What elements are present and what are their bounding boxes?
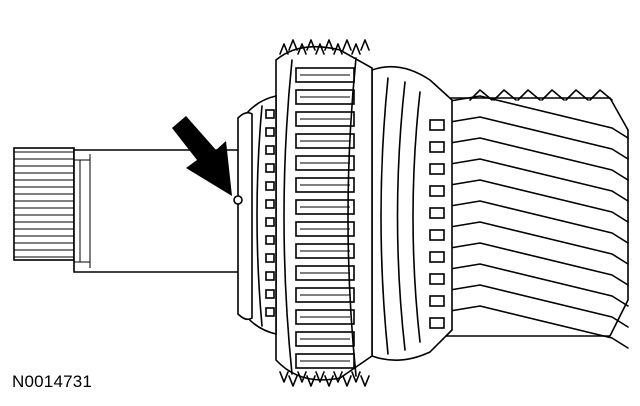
spur-tooth-top: [360, 39, 370, 51]
spur-tooth-bottom: [279, 371, 289, 383]
spur-gear-teeth: [279, 39, 370, 387]
spur-tooth-top: [306, 39, 316, 51]
hub-slot: [429, 119, 445, 131]
spur-tooth-bottom: [297, 371, 307, 383]
helical-tooth-tip: [565, 89, 589, 101]
retaining-ring: [233, 111, 253, 321]
spur-tooth-bottom: [351, 371, 361, 383]
spur-tooth-bottom: [306, 375, 316, 387]
helical-tooth: [431, 242, 629, 286]
spur-tooth-bottom: [288, 375, 298, 387]
helical-tooth: [431, 137, 629, 181]
figure-id-label: N0014731: [12, 372, 93, 391]
ring-tooth: [265, 109, 275, 119]
hub-slot: [429, 207, 445, 219]
helical-gear-teeth: [431, 89, 629, 349]
synchronizer-ring-teeth: [265, 109, 275, 317]
spur-tooth-bottom: [360, 375, 370, 387]
spur-tooth-top: [297, 43, 307, 55]
hub-slot: [429, 229, 445, 241]
helical-tooth: [431, 158, 629, 202]
spur-tooth-top: [279, 43, 289, 55]
hub-slot: [429, 163, 445, 175]
helical-tooth: [431, 284, 629, 328]
helical-tooth-tip: [589, 89, 613, 101]
hub-slot: [429, 295, 445, 307]
helical-tooth-tip: [517, 89, 541, 101]
hub-slot: [429, 251, 445, 263]
ring-tooth: [265, 181, 275, 191]
spur-tooth-bottom: [333, 371, 343, 383]
helical-tooth: [431, 116, 629, 160]
helical-tooth: [431, 200, 629, 244]
shaft-splines: [14, 151, 74, 258]
hub-slot: [429, 141, 445, 153]
ring-tooth: [265, 199, 275, 209]
spur-tooth-bottom: [315, 371, 325, 383]
hub-slot: [429, 185, 445, 197]
spur-gear: [275, 39, 373, 387]
ring-tooth: [265, 271, 275, 281]
hub-slot: [429, 317, 445, 329]
helical-tooth: [431, 179, 629, 223]
helical-tooth-tip: [493, 89, 517, 101]
ring-hole-icon: [233, 195, 243, 205]
helical-tooth: [431, 305, 629, 349]
helical-tooth: [431, 221, 629, 265]
spur-tooth-bottom: [324, 375, 334, 387]
spur-tooth-bottom: [342, 375, 352, 387]
helical-tooth-tip: [469, 89, 493, 101]
synchronizer-hub: [371, 65, 453, 361]
helical-tooth-tip: [541, 89, 565, 101]
ring-tooth: [265, 127, 275, 137]
ring-tooth: [265, 235, 275, 245]
ring-tooth: [265, 217, 275, 227]
ring-tooth: [265, 289, 275, 299]
spur-tooth-top: [342, 39, 352, 51]
hub-slots: [429, 119, 445, 329]
spur-tooth-top: [324, 39, 334, 51]
ring-tooth: [265, 307, 275, 317]
helical-tooth: [431, 263, 629, 307]
hub-slot: [429, 273, 445, 285]
arrow-icon: [172, 116, 232, 196]
spur-tooth-top: [333, 43, 343, 55]
spur-tooth-top: [288, 39, 298, 51]
spur-tooth-top: [351, 43, 361, 55]
ring-tooth: [265, 253, 275, 263]
helical-tooth: [431, 95, 629, 139]
output-shaft: [13, 147, 246, 273]
ring-tooth: [265, 163, 275, 173]
synchronizer-ring: [245, 95, 277, 335]
spur-tooth-top: [315, 43, 325, 55]
ring-tooth: [265, 145, 275, 155]
